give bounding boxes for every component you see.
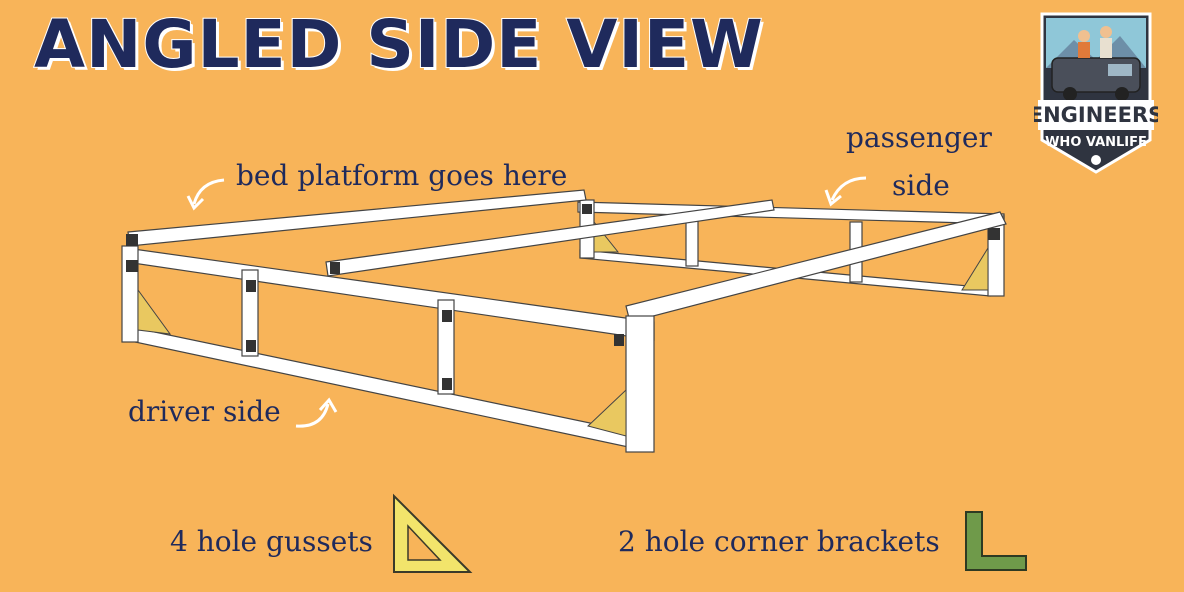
badge-banner [1038, 100, 1154, 130]
gusset-hole [407, 524, 442, 561]
van-logo-badge: ENGINEERS WHO VANLIFE [1034, 12, 1158, 174]
l-bracket-icon [582, 204, 592, 214]
gussets-label: 4 hole gussets [170, 525, 373, 558]
triangle-gusset-icon [137, 288, 172, 335]
person-icon [1078, 30, 1090, 42]
skull-icon [1091, 155, 1101, 165]
l-bracket-icon [126, 234, 138, 246]
bed-platform-label: bed platform goes here [236, 159, 568, 192]
curved-arrow-icon [186, 195, 205, 211]
person-icon [1078, 42, 1090, 58]
l-bracket-icon [988, 228, 1000, 240]
logo-line1: ENGINEERS [1034, 103, 1158, 127]
driver-post [625, 315, 655, 453]
curved-arrow-icon [824, 189, 842, 207]
middle-cross-beam [325, 199, 775, 277]
driver-bottom-rail [125, 325, 653, 453]
l-bracket-icon [442, 378, 452, 390]
l-bracket-icon [442, 310, 452, 322]
van-window-icon [1108, 64, 1132, 76]
curved-arrow-icon [295, 403, 330, 428]
person-icon [1100, 26, 1112, 38]
logo-line2: WHO VANLIFE [1045, 135, 1147, 150]
triangle-gusset-icon [961, 246, 989, 291]
l-bracket-icon [614, 334, 624, 346]
wheel-icon [1063, 87, 1077, 101]
l-bracket-icon [330, 262, 340, 274]
person-icon [1100, 38, 1112, 58]
brackets-label: 2 hole corner brackets [618, 525, 940, 558]
triangle-gusset-icon [587, 388, 627, 437]
curved-arrow-icon [318, 397, 338, 413]
passenger-side-label-line2: side [892, 169, 950, 202]
page-title: ANGLED SIDE VIEW [33, 6, 764, 83]
driver-post [437, 299, 455, 395]
driver-side-label: driver side [128, 395, 281, 428]
curved-arrow-icon [830, 176, 867, 201]
l-bracket-icon [246, 340, 256, 352]
passenger-post [685, 215, 699, 267]
l-bracket-icon [246, 280, 256, 292]
wheel-icon [1115, 87, 1129, 101]
curved-arrow-icon [192, 178, 225, 205]
l-bracket-icon [965, 511, 1027, 571]
l-bracket-icon [126, 260, 138, 272]
passenger-side-label-line1: passenger [846, 121, 992, 154]
